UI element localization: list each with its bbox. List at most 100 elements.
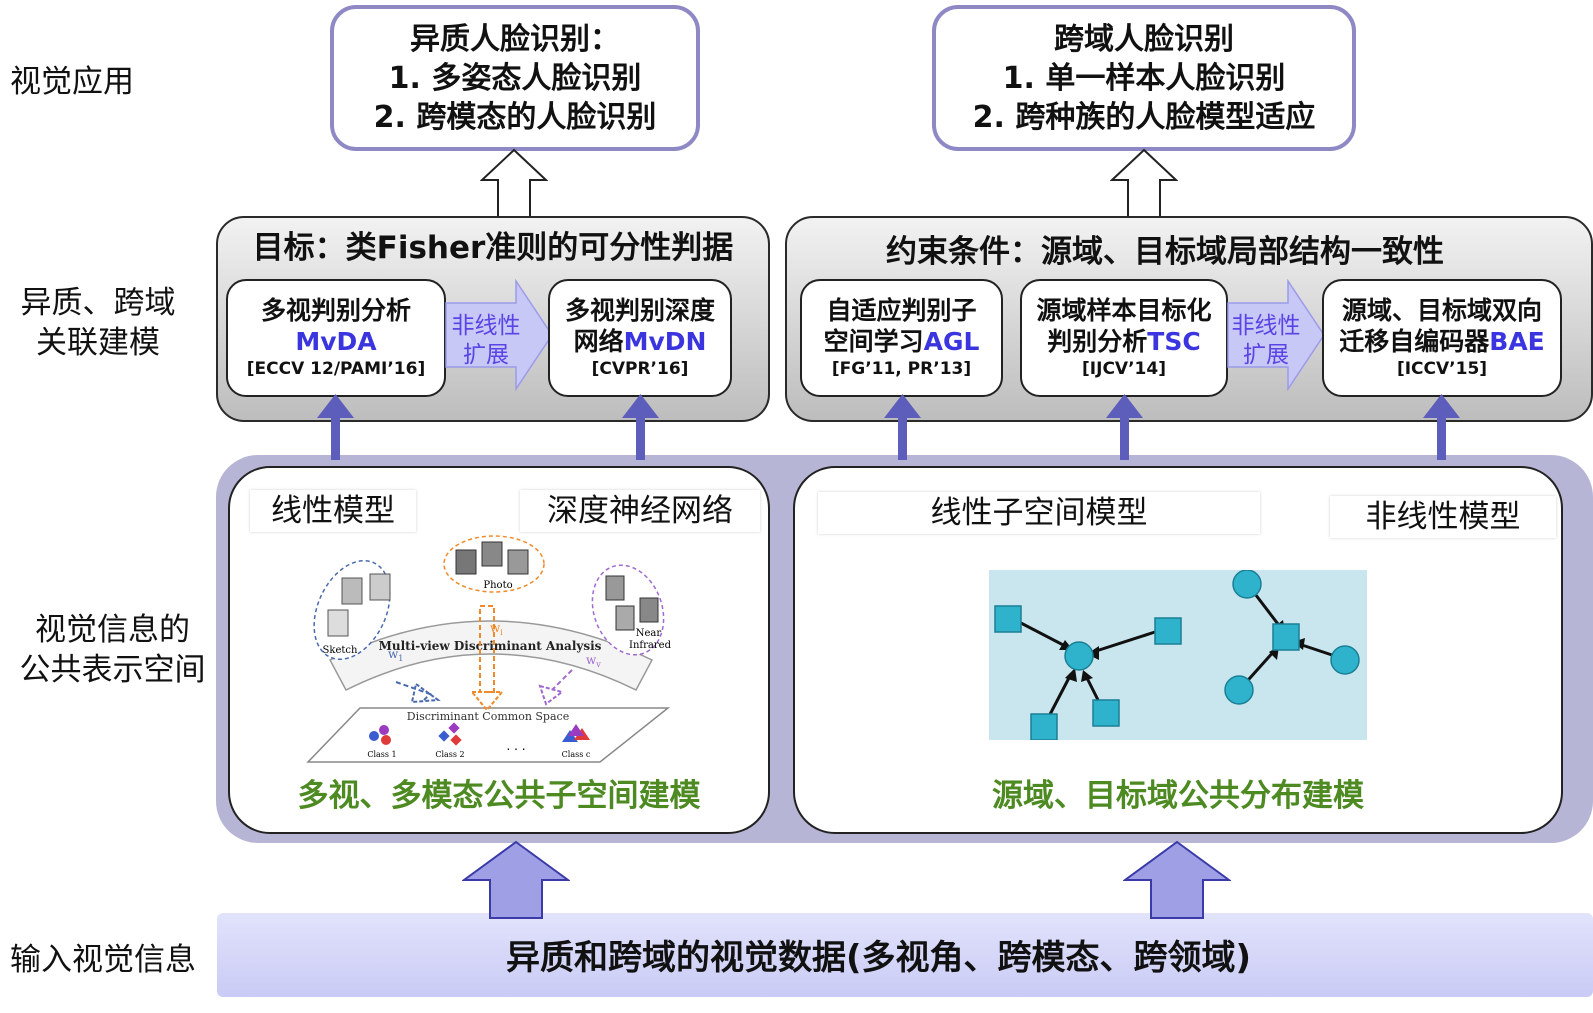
method-mvdn-name-prefix: 网络 (573, 327, 624, 356)
input-arrow-right (1123, 840, 1231, 919)
method-mvdn-ref: [CVPR’16] (591, 359, 689, 379)
class2-marker-a (438, 730, 450, 742)
common-space-plane (306, 707, 671, 763)
extension-label-left-line2: 扩展 (463, 342, 509, 368)
class1-marker-b (379, 725, 389, 735)
application-cross-domain-line3: 2. 跨种族的人脸模型适应 (972, 99, 1316, 135)
common-space-label: Discriminant Common Space (407, 710, 569, 723)
projection-arrow-sketch (395, 681, 441, 704)
row-label-common-space: 视觉信息的 公共表示空间 (10, 610, 215, 690)
method-agl-ref: [FG’11, PR’13] (831, 359, 972, 379)
extension-label-right: 非线性 扩展 (1226, 312, 1306, 370)
method-mvda-name: 多视判别分析 (260, 296, 411, 325)
method-agl-abbr: AGL (923, 327, 980, 356)
method-mvda: 多视判别分析 MvDA [ECCV 12/PAMI’16] (226, 279, 446, 397)
modeling-box-heterogeneous-title: 目标：类Fisher准则的可分性判据 (252, 230, 734, 266)
nir-label-line1: Near (636, 628, 662, 639)
method-bae-name-prefix: 迁移自编码器 (1339, 327, 1490, 356)
method-bae-ref: [ICCV’15] (1396, 359, 1488, 379)
nir-face-1 (605, 575, 625, 601)
method-tsc-name-prefix: 判别分析 (1047, 327, 1148, 356)
tag-nonlinear-model: 非线性模型 (1330, 496, 1556, 538)
node-square-4 (1092, 699, 1120, 727)
classc-label: Class c (562, 750, 591, 759)
application-cross-domain-line2: 1. 单一样本人脸识别 (1002, 60, 1286, 96)
photo-label: Photo (483, 580, 512, 591)
w1-label: w1 (388, 647, 403, 663)
tag-linear-model: 线性模型 (250, 490, 416, 532)
node-circle-1 (1064, 641, 1094, 671)
input-arrow-left (462, 840, 570, 919)
node-square-1 (994, 605, 1022, 633)
up-arrow-to-bae (1423, 394, 1460, 460)
application-heterogeneous-line1: 异质人脸识别： (410, 21, 620, 57)
projection-arrow-nir (538, 669, 573, 706)
row-label-input: 输入视觉信息 (10, 942, 196, 978)
method-agl-name-prefix: 空间学习 (823, 327, 924, 356)
input-data-bar (217, 913, 1593, 997)
row-label-space-line2: 公共表示空间 (19, 652, 206, 688)
extension-label-right-line2: 扩展 (1243, 342, 1289, 368)
modeling-box-cross-domain-title: 约束条件：源域、目标域局部结构一致性 (886, 234, 1444, 270)
node-square-5 (1272, 623, 1300, 651)
row-label-modeling: 异质、跨域 关联建模 (8, 283, 188, 363)
application-heterogeneous-line2: 1. 多姿态人脸识别 (388, 60, 642, 96)
class-dots: . . . (506, 739, 525, 753)
arrowhead-3 (1065, 668, 1077, 682)
photo-face-2 (481, 541, 503, 567)
extension-arrow-right (1227, 279, 1325, 391)
method-agl: 自适应判别子 空间学习AGL [FG’11, PR’13] (800, 279, 1003, 397)
node-circle-4 (1224, 675, 1254, 705)
mvda-arc-text: Multi-view Discriminant Analysis (379, 639, 602, 653)
mvda-figure: Discriminant Common Space Class 1 Class … (306, 535, 672, 763)
class2-label: Class 2 (435, 750, 464, 759)
method-mvdn-abbr: MvDN (623, 327, 707, 356)
up-arrow-to-tsc (1106, 394, 1143, 460)
up-arrow-to-mvda (317, 394, 354, 460)
arrowhead-4 (1081, 670, 1093, 682)
extension-arrow-left (445, 279, 553, 391)
method-tsc-ref: [IJCV’14] (1082, 359, 1166, 379)
row-label-modeling-line1: 异质、跨域 (20, 285, 176, 321)
caption-domain-distribution: 源域、目标域公共分布建模 (992, 778, 1364, 814)
sketch-face-1 (341, 577, 363, 605)
method-bae-abbr: BAE (1489, 327, 1545, 356)
tag-linear-subspace: 线性子空间模型 (818, 492, 1260, 534)
row-label-application: 视觉应用 (10, 64, 134, 100)
class1-marker-c (381, 735, 391, 745)
edge-c3-sq5 (1298, 642, 1336, 658)
method-bae-name-line2: 迁移自编码器BAE (1339, 326, 1545, 357)
extension-label-right-line1: 非线性 (1231, 313, 1301, 339)
photo-face-1 (455, 549, 477, 575)
wi-label: wi (490, 621, 503, 637)
input-data-text: 异质和跨域的视觉数据(多视角、跨模态、跨领域) (505, 938, 1252, 978)
row-label-space-line1: 视觉信息的 (35, 612, 190, 648)
method-agl-name-line1: 自适应判别子 (826, 296, 977, 325)
application-box-heterogeneous: 异质人脸识别： 1. 多姿态人脸识别 2. 跨模态的人脸识别 (330, 5, 700, 151)
photo-face-3 (507, 549, 529, 575)
method-mvdn-name-line1: 多视判别深度 (564, 296, 715, 325)
application-heterogeneous-line3: 2. 跨模态的人脸识别 (373, 99, 657, 135)
nir-face-3 (639, 597, 659, 623)
method-mvda-abbr: MvDA (295, 327, 377, 356)
nir-label-line2: Infrared (629, 640, 672, 651)
node-square-2 (1154, 617, 1182, 645)
node-circle-2 (1232, 570, 1262, 599)
method-mvdn: 多视判别深度 网络MvDN [CVPR’16] (548, 279, 732, 397)
method-bae-name-line1: 源域、目标域双向 (1341, 296, 1542, 325)
classc-marker-c (568, 724, 584, 736)
mvda-arc-band (328, 620, 654, 691)
method-tsc-name-line1: 源域样本目标化 (1036, 296, 1212, 325)
node-square-3 (1030, 713, 1058, 740)
wv-label: wv (586, 653, 601, 669)
application-box-cross-domain: 跨域人脸识别 1. 单一样本人脸识别 2. 跨种族的人脸模型适应 (932, 5, 1356, 151)
class2-marker-c (450, 734, 462, 746)
tag-deep-network: 深度神经网络 (520, 490, 760, 532)
row-label-modeling-line2: 关联建模 (36, 325, 160, 361)
up-arrow-to-mvdn (622, 394, 659, 460)
method-agl-name-line2: 空间学习AGL (824, 326, 980, 357)
node-circle-3 (1330, 645, 1360, 675)
method-mvda-ref: [ECCV 12/PAMI’16] (246, 359, 426, 379)
method-mvdn-name-line2: 网络MvDN (574, 326, 707, 357)
nir-face-2 (615, 605, 635, 631)
